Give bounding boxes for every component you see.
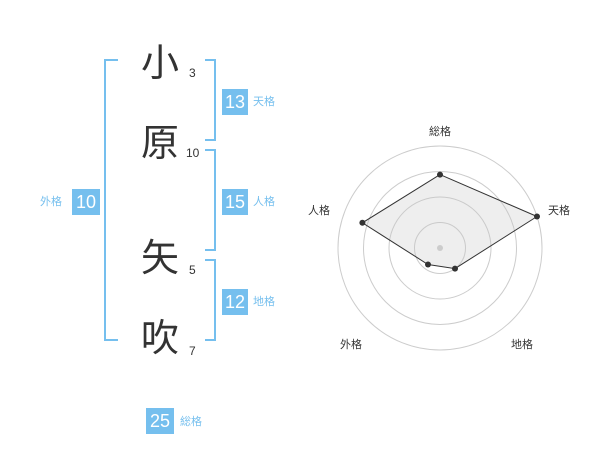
gaikaku-label: 外格: [40, 195, 62, 208]
name-char-2: 原: [141, 121, 180, 165]
radar-label-soukaku: 総格: [429, 125, 451, 138]
radar-point-2: [452, 265, 458, 272]
radar-center-dot: [437, 245, 443, 251]
radar-point-4: [359, 219, 366, 226]
chikaku-label: 地格: [253, 295, 275, 308]
jinkaku-label: 人格: [253, 195, 275, 208]
radar-ring-3: [363, 171, 517, 325]
stroke-count-2: 10: [186, 146, 200, 160]
tenkaku-bracket: [205, 59, 216, 141]
gaikaku-bracket: [104, 59, 118, 341]
radar-point-3: [425, 261, 431, 268]
radar-ring-4: [337, 145, 543, 351]
radar-ring-1: [414, 222, 466, 274]
radar-series: [361, 174, 539, 270]
radar-label-tenkaku: 天格: [548, 204, 570, 217]
name-char-4: 吹: [141, 316, 180, 360]
radar-ring-2: [388, 196, 492, 300]
tenkaku-value: 13: [222, 89, 248, 115]
radar-label-jinkaku: 人格: [308, 204, 330, 217]
jinkaku-bracket: [205, 149, 216, 251]
radar-point-1: [534, 213, 540, 220]
gaikaku-value: 10: [72, 189, 100, 215]
jinkaku-value: 15: [222, 189, 248, 215]
tenkaku-label: 天格: [253, 95, 275, 108]
stroke-count-4: 7: [189, 344, 196, 358]
stroke-count-1: 3: [189, 66, 196, 80]
name-char-1: 小: [141, 41, 180, 85]
radar-label-chikaku: 地格: [511, 338, 533, 351]
radar-label-gaikaku: 外格: [340, 338, 362, 351]
chikaku-bracket: [205, 259, 216, 341]
soukaku-value: 25: [146, 408, 174, 434]
stroke-count-3: 5: [189, 263, 196, 277]
soukaku-label: 総格: [180, 415, 202, 428]
name-char-3: 矢: [141, 236, 180, 280]
radar-point-0: [437, 171, 443, 178]
chikaku-value: 12: [222, 289, 248, 315]
